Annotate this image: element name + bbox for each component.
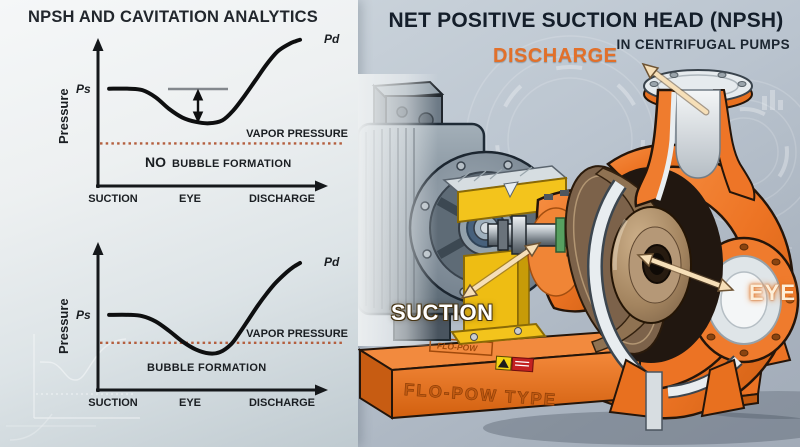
tick-discharge: DISCHARGE <box>249 193 315 205</box>
tick-discharge: DISCHARGE <box>249 397 315 409</box>
npsh-margin-arrow <box>192 88 204 124</box>
chart-cavitation: Pressure Ps Pd VAPOR PRESSURE BUBBLE FOR… <box>30 226 350 431</box>
callout-arrows <box>460 62 735 300</box>
eye-label: EYE <box>749 280 797 305</box>
left-analytics-panel <box>0 0 358 447</box>
suction-arrowhead-part <box>523 241 542 258</box>
motor-fade-overlay <box>358 74 438 346</box>
suction-label: SUCTION <box>391 300 494 325</box>
left-panel-title: NPSH AND CAVITATION ANALYTICS <box>28 8 318 26</box>
x-axis-arrow <box>315 180 328 192</box>
y-axis-arrow <box>92 38 104 51</box>
discharge-pressure-label: Pd <box>324 255 340 269</box>
eye-arrowhead-label <box>716 277 735 292</box>
guard-support-bracket <box>450 248 547 346</box>
right-panel-title: NET POSITIVE SUCTION HEAD (NPSH) <box>388 9 784 32</box>
tick-eye: EYE <box>179 397 201 409</box>
vapor-pressure-label: VAPOR PRESSURE <box>246 328 348 340</box>
y-axis-label: Pressure <box>56 88 71 144</box>
discharge-pressure-label: Pd <box>324 32 340 46</box>
discharge-label: DISCHARGE <box>493 45 618 67</box>
warning-sticker <box>495 355 535 373</box>
seal-green-ring <box>555 217 566 253</box>
pressure-curve <box>107 260 303 356</box>
tick-suction: SUCTION <box>88 397 138 409</box>
suction-pressure-label: Ps <box>76 308 91 322</box>
chart-no-cavitation: Pressure Ps Pd VAPOR PRESSURE NO BUBBLE … <box>30 26 350 231</box>
watermark-chart <box>6 334 140 441</box>
volute-pedestal <box>608 358 746 431</box>
volute-casing <box>564 69 800 431</box>
centrifugal-pump-illustration: FLO-POW TYPE FLO-POW <box>358 62 800 445</box>
y-axis-label: Pressure <box>56 298 71 354</box>
annotation-text: BUBBLE FORMATION <box>172 158 291 170</box>
y-axis-arrow <box>92 242 104 255</box>
annotation-text: BUBBLE FORMATION <box>147 362 266 374</box>
annotation-emphasis: NO <box>145 154 166 170</box>
suction-arrowhead-label <box>460 283 479 300</box>
impeller <box>564 165 692 355</box>
right-panel-subtitle: IN CENTRIFUGAL PUMPS <box>616 37 790 52</box>
x-axis-arrow <box>315 384 328 396</box>
tick-suction: SUCTION <box>88 193 138 205</box>
vapor-pressure-label: VAPOR PRESSURE <box>246 128 348 140</box>
discharge-arrowhead <box>641 62 660 80</box>
tick-eye: EYE <box>179 193 201 205</box>
pressure-curve <box>107 37 303 126</box>
eye-arrowhead-part <box>636 253 655 268</box>
pump-baseplate: FLO-POW TYPE FLO-POW <box>358 330 644 420</box>
suction-pressure-label: Ps <box>76 82 91 96</box>
discharge-pipe <box>634 69 756 208</box>
